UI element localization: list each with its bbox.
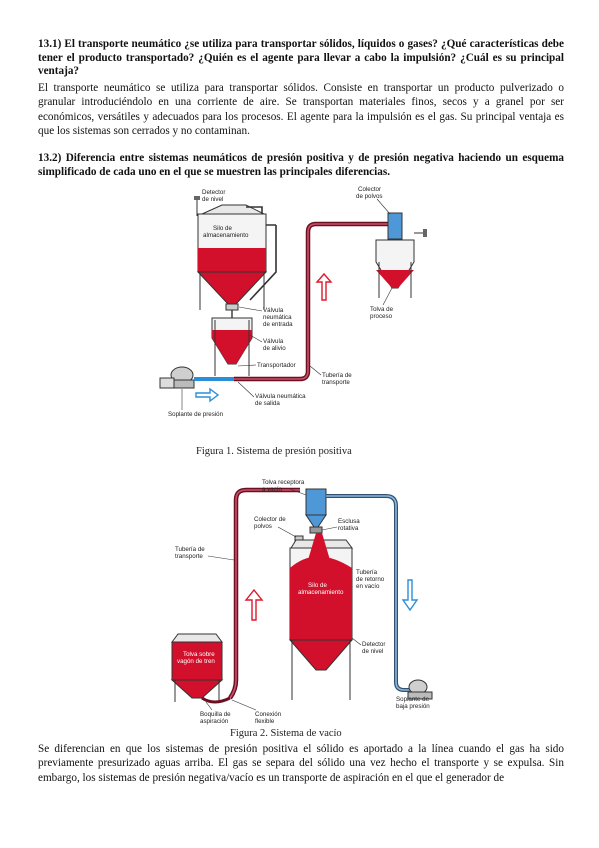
vacuum-down-arrow-icon [401,579,419,612]
air-line [194,377,234,381]
silo-product-level [198,248,266,272]
label-pipe2-line2: transporte [175,553,203,560]
balance-line [249,225,277,301]
label-airlock-line2: rotativa [338,525,359,532]
label-collector2-line2: polvos [254,523,272,530]
label-return-line2: de retorno [356,576,385,583]
label-pipe-line1: Tubería de [322,372,352,379]
rotary-valve-icon [309,526,323,534]
label-colector-line2: de polvos [356,193,383,200]
railcar-hopper-roof [171,633,223,643]
label-detector-line2: de nivel [202,196,223,203]
label-return-line1: Tubería [356,569,378,576]
process-hopper-product [376,270,414,288]
label-silo2-line1: Silo de [308,582,327,589]
label-collector2-line1: Colector de [254,516,286,523]
label-silo2-line2: almacenamiento [298,589,344,596]
label-pipe2-line1: Tubería de [175,546,205,553]
label-outlet-valve-line2: de salida [255,400,280,407]
closing-paragraph: Se diferencian en que los sistemas de pr… [38,743,564,784]
label-receiver-line2: a vacío [262,486,283,493]
label-inlet-valve-line2: neumática [263,314,292,321]
flow-up-arrow-icon-2 [244,588,264,621]
label-outlet-valve-line1: Válvula neumática [255,393,306,400]
dust-collector [387,212,403,240]
answer-13-1: El transporte neumático se utiliza para … [38,82,564,138]
question-13-2: 13.2) Diferencia entre sistemas neumátic… [38,152,564,178]
label-transporter: Transportador [257,362,296,369]
label-relief-valve-line1: Válvula [263,338,284,345]
flow-up-arrow-icon [315,272,333,301]
label-detector-line1: Detector [202,189,225,196]
label-blower: Soplante de presión [168,411,224,418]
label-return-line3: en vacío [356,583,380,590]
label-inlet-valve-line3: de entrada [263,321,293,328]
label-process-hopper-line2: proceso [370,313,393,320]
label-flex-line1: Conexión [255,711,282,718]
label-silo-line2: almacenamiento [203,232,249,239]
vacuum-receiver [305,488,327,516]
label-silo-line1: Silo de [213,225,232,232]
label-railcar-line2: vagón de tren [177,658,215,665]
label-blower2-line1: Soplante de [396,696,430,703]
label-colector-line1: Colector [358,186,381,193]
figure-1-caption: Figura 1. Sistema de presión positiva [196,446,352,457]
label-receiver-line1: Tolva receptora [262,479,305,486]
air-flow-arrow-icon [195,387,220,403]
level-detector-icon [194,196,200,200]
label-nozzle-line1: Boquilla de [200,711,231,718]
label-nozzle-line2: aspiración [200,718,229,725]
railcar-hopper [171,641,223,681]
flexible-connection [201,696,231,704]
silo-2-cone [288,639,354,671]
label-detector2-line2: de nivel [362,648,383,655]
label-detector2-line1: Detector [362,641,385,648]
label-airlock-line1: Esclusa [338,518,360,525]
label-inlet-valve-line1: Válvula [263,307,284,314]
label-process-hopper-line1: Tolva de [370,306,394,313]
label-railcar-line1: Tolva sobre [183,651,215,658]
question-13-1: 13.1) El transporte neumático ¿se utiliz… [38,38,564,78]
figure-2-caption: Figura 2. Sistema de vacío [230,728,342,739]
label-relief-valve-line2: de alivio [263,345,286,352]
label-blower2-line2: baja presión [396,703,430,710]
label-pipe-line2: transporte [322,379,350,386]
label-flex-line2: flexible [255,718,275,725]
silo-2-product [290,556,352,640]
blow-tank-product [212,330,252,364]
